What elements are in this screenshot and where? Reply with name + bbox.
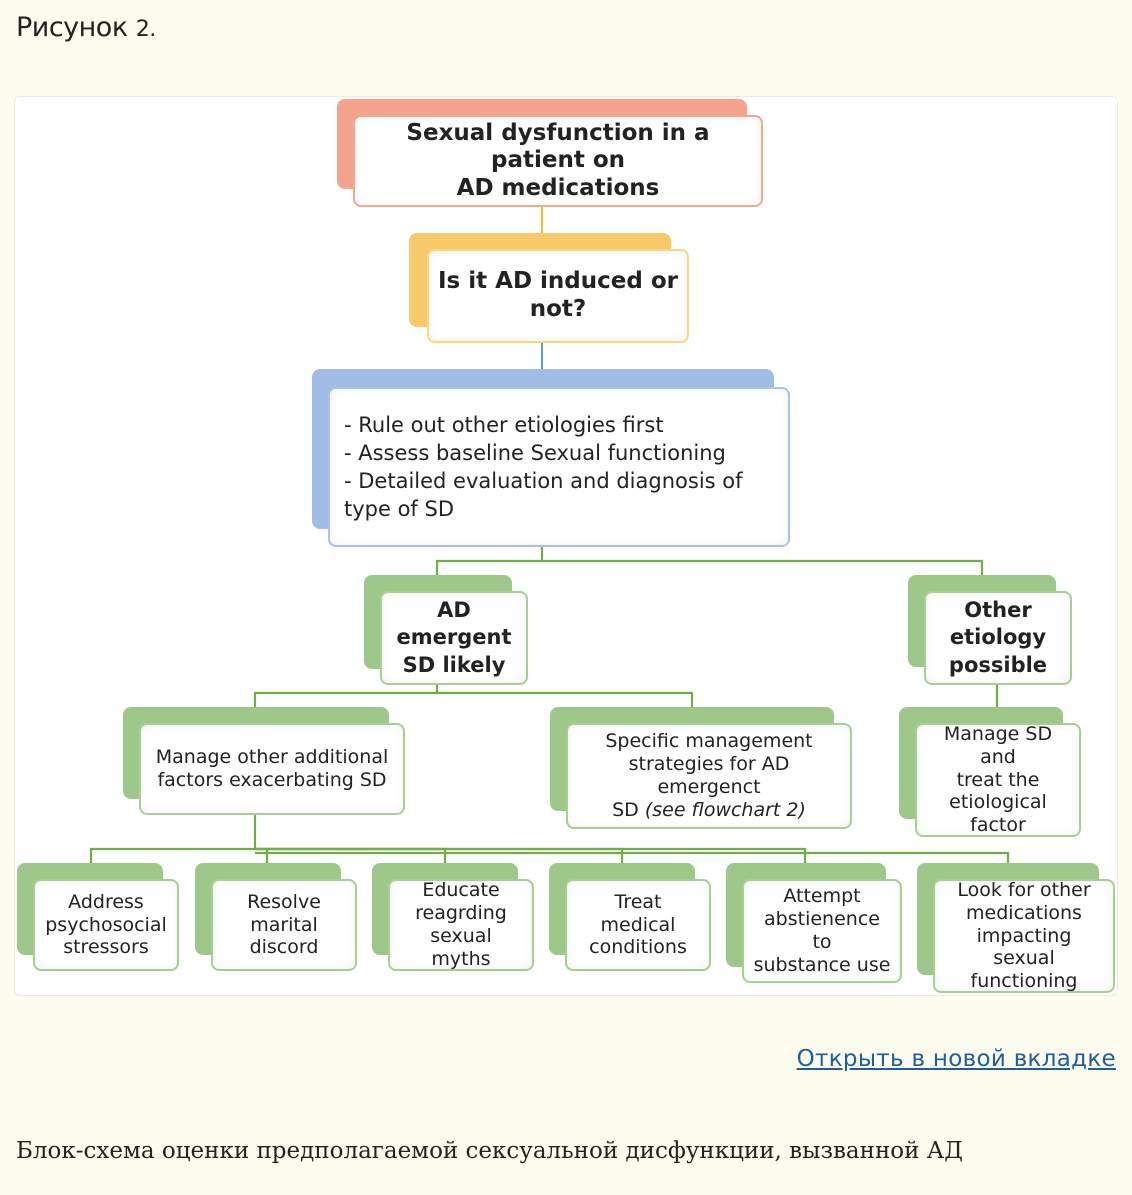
leaf3-line1: Educate xyxy=(422,879,500,902)
question-line1: Is it AD induced or xyxy=(438,268,678,295)
ad-emergent-line3: SD likely xyxy=(402,652,506,677)
figure-title-word: Рисунок xyxy=(16,12,128,43)
strategies-see-flowchart: (see flowchart 2) xyxy=(644,798,806,821)
connector-leaf-3 xyxy=(255,847,447,863)
leaf1-line2: psychosocial xyxy=(45,913,167,936)
leaf3-line3: sexual myths xyxy=(430,925,492,970)
leaf2-line1: Resolve xyxy=(247,890,321,913)
other-line2: etiology xyxy=(949,625,1047,650)
eval-item-detailed: - Detailed evaluation and diagnosis of xyxy=(344,469,743,493)
ad-emergent-line1: AD xyxy=(437,598,471,623)
manage-sd-line1: Manage SD and xyxy=(943,723,1053,768)
figure-caption: Блок-схема оценки предполагаемой сексуал… xyxy=(16,1138,963,1164)
leaf1-line3: stressors xyxy=(63,936,149,959)
node-front: - Rule out other etiologies first - Asse… xyxy=(328,387,790,547)
strategies-line1: Specific management xyxy=(605,730,813,753)
connector-eval-split xyxy=(435,546,544,575)
other-line3: possible xyxy=(948,652,1048,677)
leaf6-line2: medications xyxy=(966,901,1082,924)
leaf3-line2: reagrding xyxy=(415,902,507,925)
strategies-line2: strategies for AD emergenct xyxy=(628,753,790,798)
figure-title: Рисунок 2. xyxy=(16,12,156,43)
manage-sd-line3: etiological xyxy=(949,791,1047,814)
strategies-line3: SD xyxy=(612,798,645,821)
manage-sd-line4: factor xyxy=(970,814,1026,837)
start-line1: Sexual dysfunction in a patient on xyxy=(406,119,710,174)
other-line1: Other xyxy=(964,598,1032,623)
leaf1-line1: Address xyxy=(68,890,144,913)
ad-emergent-line2: emergent xyxy=(396,625,512,650)
connector-leaf-5 xyxy=(255,847,807,863)
leaf5-line2: abstienence to xyxy=(764,908,880,953)
leaf6-line3: impacting sexual xyxy=(976,924,1072,970)
eval-item-assess: - Assess baseline Sexual functioning xyxy=(344,441,726,465)
leaf4-line1: Treat medical xyxy=(600,890,676,936)
node-evaluation: - Rule out other etiologies first - Asse… xyxy=(312,369,792,549)
leaf5-line3: substance use xyxy=(753,953,891,976)
question-line2: not? xyxy=(529,296,587,322)
connector-eval-other xyxy=(542,559,984,575)
connector-ad-specific xyxy=(437,691,694,707)
connector-manage-leaves xyxy=(89,813,257,863)
start-line2: AD medications xyxy=(456,174,660,201)
leaf2-line3: discord xyxy=(249,936,319,959)
leaf4-line2: conditions xyxy=(589,936,687,959)
leaf6-line4: functioning xyxy=(970,970,1078,993)
manage-factors-line1: Manage other additional xyxy=(155,746,389,769)
leaf5-line1: Attempt xyxy=(783,885,861,908)
manage-sd-line2: treat the xyxy=(956,768,1040,791)
eval-item-rule-out: - Rule out other etiologies first xyxy=(344,413,664,437)
connector-leaf-4 xyxy=(255,847,624,863)
connector-leaf-6 xyxy=(255,851,1010,863)
open-in-new-tab-link[interactable]: Открыть в новой вкладке xyxy=(796,1046,1116,1072)
leaf6-line1: Look for other xyxy=(957,879,1091,902)
connector-lines xyxy=(89,207,1010,863)
connector-ad-children xyxy=(253,685,439,707)
figure-title-number: 2. xyxy=(135,17,157,42)
eval-item-type: type of SD xyxy=(344,497,455,521)
leaf2-line2: marital xyxy=(250,913,318,936)
manage-factors-line2: factors exacerbating SD xyxy=(157,769,387,791)
